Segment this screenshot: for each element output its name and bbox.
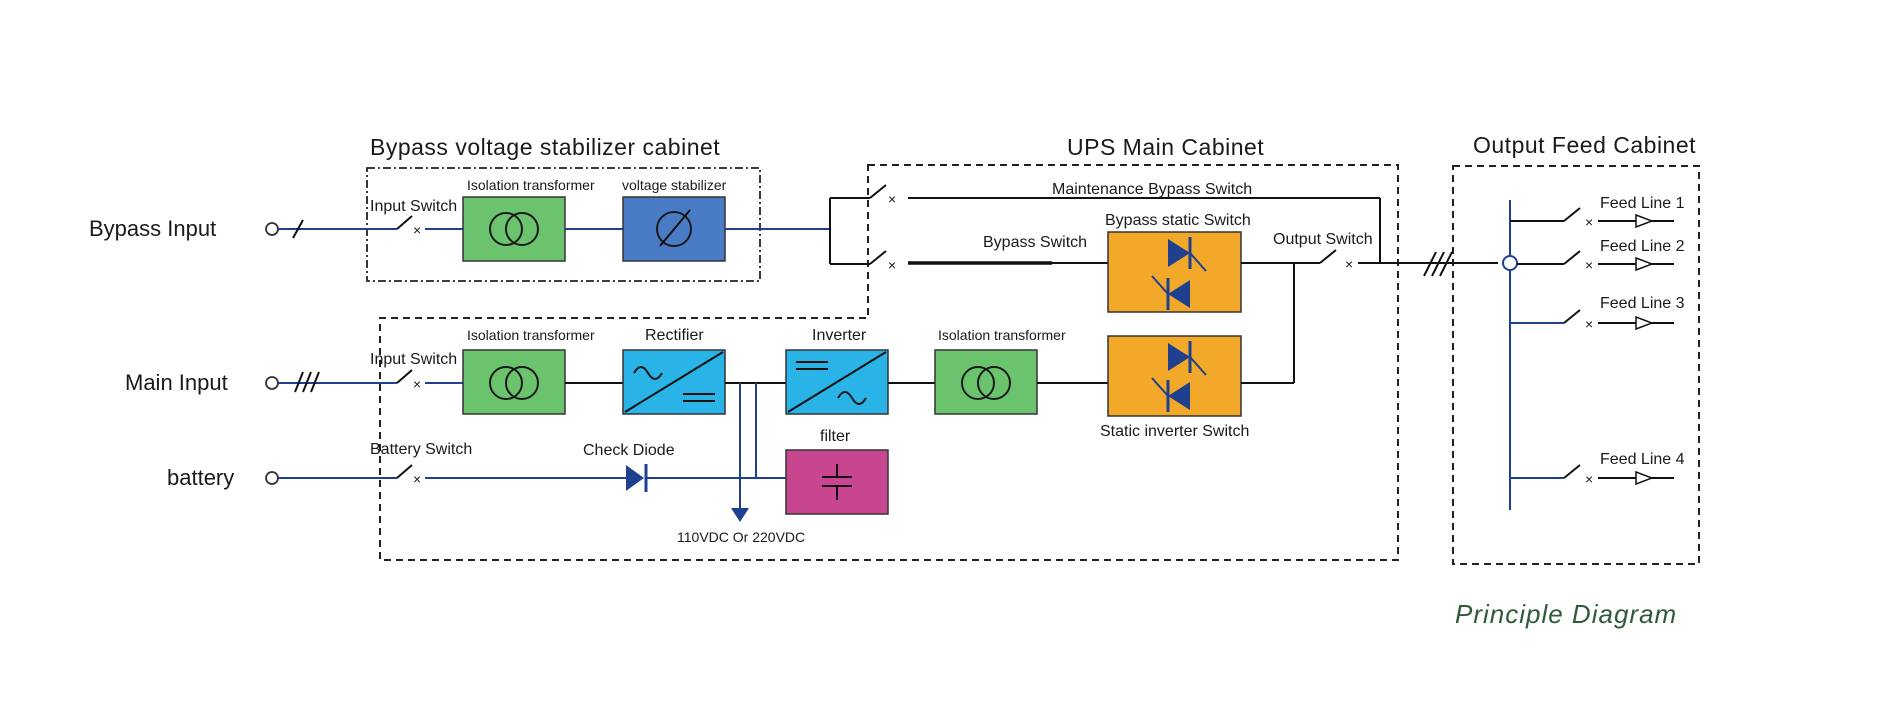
feed-line-3-arrow: [1635, 315, 1655, 331]
feed-line-2-switch[interactable]: [1563, 250, 1581, 265]
output-isolation-transformer-label: Isolation transformer: [938, 327, 1066, 343]
feed-line-2-arrow: [1635, 256, 1655, 272]
bypass-single-phase-mark: [292, 219, 304, 239]
maintenance-switch-cross: ×: [888, 191, 896, 207]
bypass-input-switch[interactable]: [396, 215, 413, 230]
bypass-input-label: Bypass Input: [89, 216, 216, 241]
filter: [785, 449, 889, 515]
diagram-title: Principle Diagram: [1455, 599, 1677, 629]
feed-line-4-arrow: [1635, 470, 1655, 486]
feed-line-1-arrow: [1635, 213, 1655, 229]
bypass-input-switch-label: Input Switch: [370, 198, 457, 215]
main-input-switch-label: Input Switch: [370, 351, 457, 368]
output-isolation-transformer: [934, 349, 1038, 415]
filter-label: filter: [820, 428, 851, 445]
voltage-stabilizer-label: voltage stabilizer: [622, 177, 727, 193]
three-phase-mark: [1423, 251, 1437, 277]
battery-label: battery: [167, 465, 234, 490]
main-input-terminal: [265, 376, 279, 390]
ac-wave-icon: [633, 366, 663, 380]
check-diode-label: Check Diode: [583, 442, 675, 459]
battery-switch-cross: ×: [413, 471, 421, 487]
bypass-input-terminal: [265, 222, 279, 236]
feed-line-3-label: Feed Line 3: [1600, 295, 1685, 312]
output-feed-cabinet-frame: [1452, 165, 1700, 565]
main-isolation-transformer-label: Isolation transformer: [467, 327, 595, 343]
output-feed-cabinet-label: Output Feed Cabinet: [1473, 132, 1696, 158]
bypass-stabilizer-cabinet-label: Bypass voltage stabilizer cabinet: [370, 134, 720, 160]
main-input-switch[interactable]: [396, 369, 413, 384]
stabilizer-icon: [656, 211, 692, 247]
feed-line-4-label: Feed Line 4: [1600, 451, 1685, 468]
feed-line-1-cross: ×: [1585, 214, 1593, 230]
bypass-isolation-transformer-label: Isolation transformer: [467, 177, 595, 193]
check-diode: [626, 465, 644, 491]
feed-line-4-switch[interactable]: [1563, 464, 1581, 479]
dc-output-arrow: [731, 508, 749, 522]
bypass-isolation-transformer: [462, 196, 566, 262]
output-switch-label: Output Switch: [1273, 231, 1373, 248]
feed-line-1-switch[interactable]: [1563, 207, 1581, 222]
bypass-switch-label: Bypass Switch: [983, 234, 1087, 251]
output-switch[interactable]: [1319, 249, 1337, 264]
bypass-stabilizer-cabinet-frame: [366, 167, 761, 282]
bypass-static-switch-label: Bypass static Switch: [1105, 212, 1251, 229]
main-three-phase-mark: [294, 371, 304, 393]
inverter-label: Inverter: [812, 327, 867, 344]
feed-line-2-cross: ×: [1585, 257, 1593, 273]
maintenance-bypass-switch[interactable]: [869, 184, 887, 199]
feed-line-1-label: Feed Line 1: [1600, 195, 1685, 212]
battery-terminal: [265, 471, 279, 485]
feed-line-4-cross: ×: [1585, 471, 1593, 487]
battery-switch-label: Battery Switch: [370, 441, 472, 458]
bypass-switch-cross: ×: [888, 257, 896, 273]
main-isolation-transformer: [462, 349, 566, 415]
static-inverter-switch-label: Static inverter Switch: [1100, 423, 1249, 440]
rectifier-label: Rectifier: [645, 327, 704, 344]
maintenance-bypass-switch-label: Maintenance Bypass Switch: [1052, 181, 1252, 198]
main-input-label: Main Input: [125, 370, 228, 395]
main-input-switch-cross: ×: [413, 376, 421, 392]
feed-line-2-label: Feed Line 2: [1600, 238, 1685, 255]
ac-wave-icon: [837, 391, 867, 405]
feed-line-3-switch[interactable]: [1563, 309, 1581, 324]
feed-line-3-cross: ×: [1585, 316, 1593, 332]
dc-voltage-label: 110VDC Or 220VDC: [677, 529, 805, 545]
ups-main-cabinet-label: UPS Main Cabinet: [1067, 134, 1264, 160]
battery-switch[interactable]: [396, 464, 413, 479]
bypass-switch[interactable]: [869, 250, 887, 265]
output-switch-cross: ×: [1345, 256, 1353, 272]
ups-main-cabinet-frame: [379, 164, 1399, 561]
output-bus-node: [1502, 255, 1518, 271]
bypass-input-switch-cross: ×: [413, 222, 421, 238]
